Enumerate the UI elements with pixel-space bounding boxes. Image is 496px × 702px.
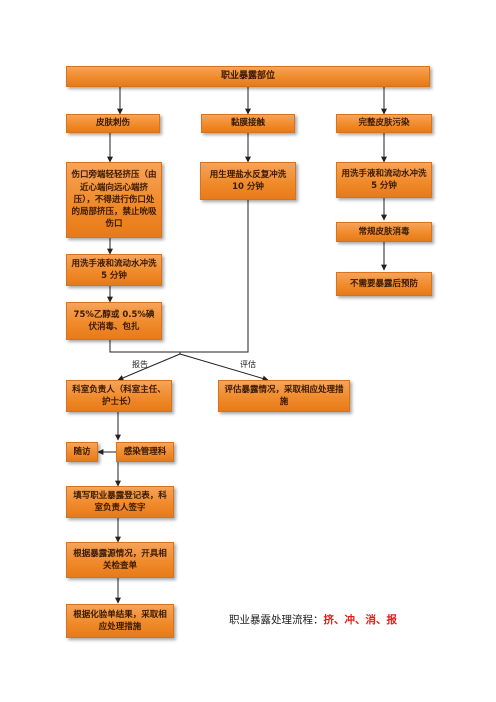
line-disinfect-to-merge: [109, 340, 180, 353]
title-box: 职业暴露部位: [66, 66, 430, 87]
branch-intact-skin: 完整皮肤污染: [336, 114, 432, 133]
step-wash-soap-right: 用洗手液和流动水冲洗 5 分钟: [336, 162, 432, 198]
step-lab-result: 根据化验单结果，采取相应处理措施: [66, 604, 174, 638]
footer-prefix: 职业暴露处理流程：: [229, 614, 324, 626]
arrow-merge-to-head: [117, 353, 181, 381]
step-head-of-dept: 科室负责人（科室主任、护士长）: [66, 380, 172, 412]
step-no-prevention: 不需要暴露后预防: [336, 272, 432, 296]
step-saline: 用生理盐水反复冲洗 10 分钟: [200, 162, 296, 200]
edge-label-assess: 评估: [240, 360, 256, 369]
branch-mucosa: 黏膜接触: [201, 114, 295, 133]
step-registration: 填写职业暴露登记表，科室负责人签字: [66, 486, 174, 518]
step-follow-up: 随访: [66, 442, 98, 462]
step-wash-soap: 用洗手液和流动水冲洗 5 分钟: [66, 254, 162, 286]
arrow-merge-to-assess: [179, 353, 269, 382]
step-infection-dept: 感染管理科: [116, 442, 174, 462]
footer-highlight: 挤、冲、消、报: [323, 614, 398, 626]
footer-caption: 职业暴露处理流程：挤、冲、消、报: [229, 612, 397, 627]
line-saline-to-merge: [180, 200, 249, 353]
step-squeeze: 伤口旁端轻轻挤压（由近心端向远心端挤压），不得进行伤口处的局部挤压，禁止吮吸伤口: [66, 162, 162, 238]
edge-label-report: 报告: [132, 360, 148, 369]
step-assess-action: 评估暴露情况，采取相应处理措施: [218, 380, 350, 412]
step-source-check: 根据暴露源情况，开具相关检查单: [66, 542, 174, 578]
step-disinfect: 75%乙醇或 0.5%碘伏消毒、包扎: [66, 302, 162, 340]
branch-skin-wound: 皮肤刺伤: [66, 114, 160, 133]
step-skin-disinfect: 常规皮肤消毒: [336, 222, 432, 242]
